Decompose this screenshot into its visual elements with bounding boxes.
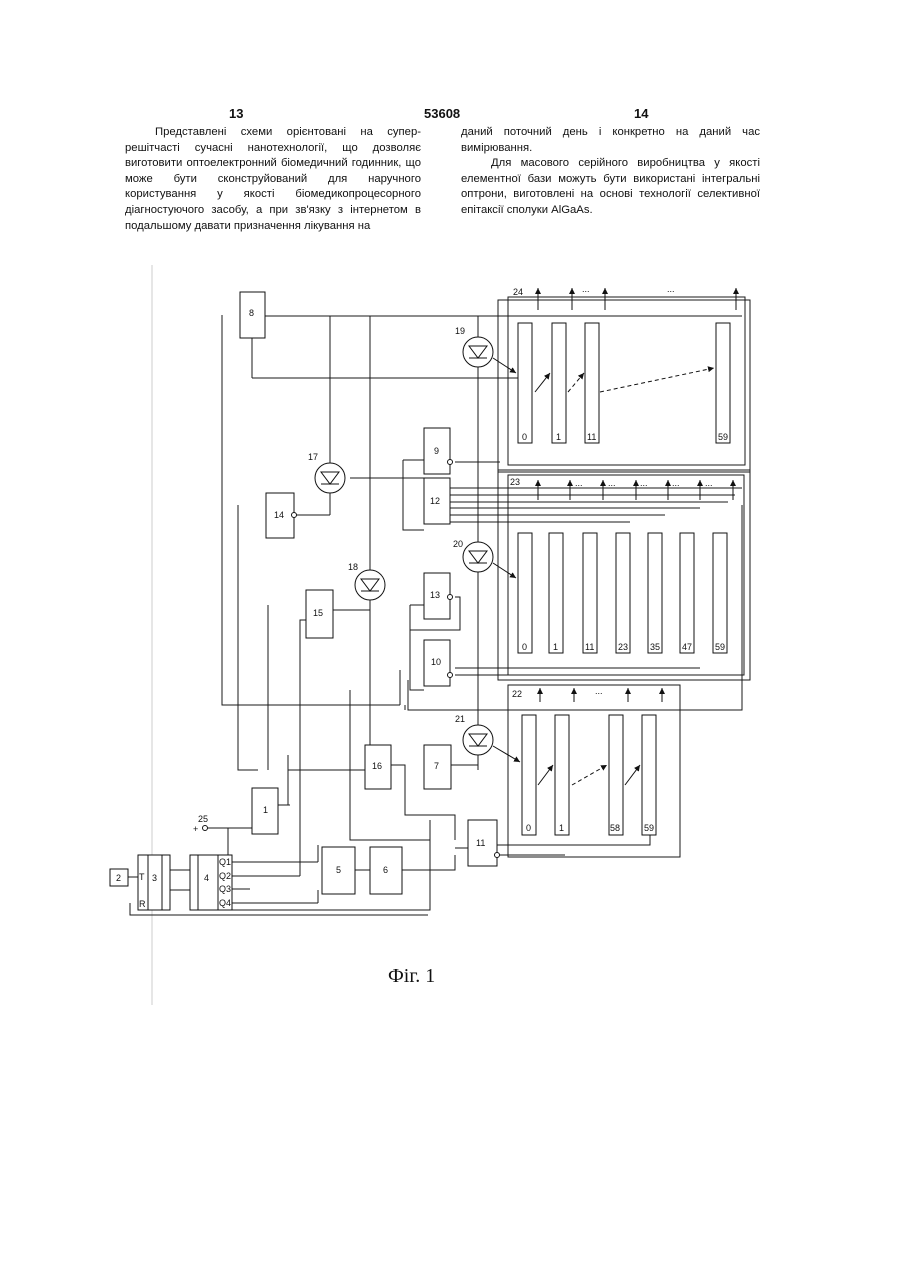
ellipsis-mid-3: ... <box>640 478 648 488</box>
label-block-13: 13 <box>430 590 440 600</box>
label-t: T <box>139 872 145 882</box>
label-plus: + <box>193 824 198 834</box>
label-block-15: 15 <box>313 608 323 618</box>
label-block-16: 16 <box>372 761 382 771</box>
array23-cell-11 <box>583 533 597 653</box>
label-a23-1: 1 <box>553 642 558 652</box>
label-block-9: 9 <box>434 446 439 456</box>
label-r: R <box>139 899 146 909</box>
led-18 <box>355 570 385 600</box>
led-20 <box>463 542 493 572</box>
array23-cell-35 <box>648 533 662 653</box>
ellipsis-mid-5: ... <box>705 478 713 488</box>
array22-cell-58 <box>609 715 623 835</box>
label-supply-25: 25 <box>198 814 208 824</box>
led-17 <box>315 463 345 493</box>
label-q4: Q4 <box>219 898 231 908</box>
label-array-24: 24 <box>513 287 523 297</box>
array23-cell-1 <box>549 533 563 653</box>
label-led-19: 19 <box>455 326 465 336</box>
label-a22-59: 59 <box>644 823 654 833</box>
label-a23-0: 0 <box>522 642 527 652</box>
array24-cell-0 <box>518 323 532 443</box>
label-a23-23: 23 <box>618 642 628 652</box>
label-led-18: 18 <box>348 562 358 572</box>
label-block-6: 6 <box>383 865 388 875</box>
label-a22-1: 1 <box>559 823 564 833</box>
label-block-5: 5 <box>336 865 341 875</box>
label-array-23: 23 <box>510 477 520 487</box>
figure-caption: Фіг. 1 <box>388 965 435 988</box>
label-q3: Q3 <box>219 884 231 894</box>
array22-cell-59 <box>642 715 656 835</box>
label-a22-0: 0 <box>526 823 531 833</box>
led-19 <box>463 337 493 367</box>
label-a24-59: 59 <box>718 432 728 442</box>
array23-cell-59 <box>713 533 727 653</box>
label-a24-0: 0 <box>522 432 527 442</box>
array24-cell-59 <box>716 323 730 443</box>
ellipsis-mid-2: ... <box>608 478 616 488</box>
label-block-12: 12 <box>430 496 440 506</box>
array23-cell-47 <box>680 533 694 653</box>
label-array-22: 22 <box>512 689 522 699</box>
label-a23-59: 59 <box>715 642 725 652</box>
array24-cell-11 <box>585 323 599 443</box>
label-block-2: 2 <box>116 873 121 883</box>
label-block-11: 11 <box>476 838 485 848</box>
array22-cell-0 <box>522 715 536 835</box>
label-block-10: 10 <box>431 657 441 667</box>
ellipsis-top-1: ... <box>582 284 590 294</box>
label-led-17: 17 <box>308 452 318 462</box>
led-21 <box>463 725 493 755</box>
label-q1: Q1 <box>219 857 231 867</box>
label-a23-11: 11 <box>585 642 594 652</box>
label-led-20: 20 <box>453 539 463 549</box>
array24-cell-1 <box>552 323 566 443</box>
array22-cell-1 <box>555 715 569 835</box>
label-a23-35: 35 <box>650 642 660 652</box>
array23-cell-23 <box>616 533 630 653</box>
label-block-7: 7 <box>434 761 439 771</box>
ellipsis-top-2: ... <box>667 284 675 294</box>
label-block-1: 1 <box>263 805 268 815</box>
label-a24-1: 1 <box>556 432 561 442</box>
label-block-14: 14 <box>274 510 284 520</box>
label-led-21: 21 <box>455 714 465 724</box>
label-block-3: 3 <box>152 873 157 883</box>
label-block-4: 4 <box>204 873 209 883</box>
label-block-8: 8 <box>249 308 254 318</box>
array23-cell-0 <box>518 533 532 653</box>
ellipsis-bottom: ... <box>595 686 603 696</box>
ellipsis-mid-1: ... <box>575 478 583 488</box>
label-a22-58: 58 <box>610 823 620 833</box>
label-a23-47: 47 <box>682 642 692 652</box>
label-a24-11: 11 <box>587 432 596 442</box>
label-q2: Q2 <box>219 871 231 881</box>
ellipsis-mid-4: ... <box>672 478 680 488</box>
